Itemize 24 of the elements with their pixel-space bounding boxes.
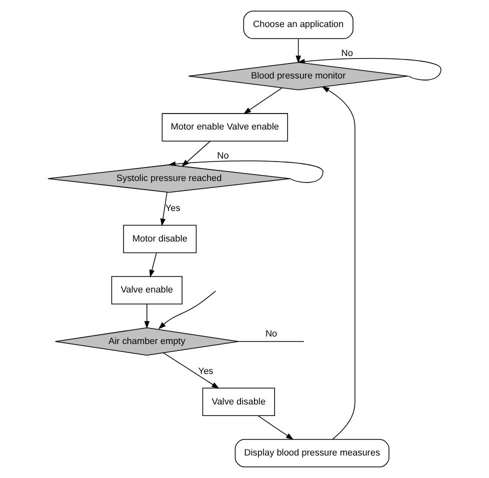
arrow [243,88,282,114]
node-box: Valve disable [202,388,275,416]
arrow [296,38,301,64]
node-box: Choose an application [243,10,354,39]
node-diamond: Blood pressure monitor [188,62,408,90]
arrow [149,252,157,278]
arrow [158,290,216,330]
arrow [160,192,168,226]
edge-label: No [217,150,229,160]
connector [238,341,304,342]
edge-label: Yes [198,366,214,376]
node-box: Motor enable Valve enable [162,113,288,142]
node-box: Display blood pressure measures [234,439,390,468]
node-box: Valve enable [111,276,182,304]
edge-label: No [265,328,278,339]
node-diamond: Systolic pressure reached [48,164,291,193]
node-box: Motor disable [123,224,197,254]
edge-label: Yes [165,203,180,214]
arrow [322,86,356,440]
arrow [144,304,150,329]
arrow [258,415,294,440]
arrow [163,352,220,389]
edge-label: No [341,48,353,58]
node-diamond: Air chamber empty [54,327,239,356]
